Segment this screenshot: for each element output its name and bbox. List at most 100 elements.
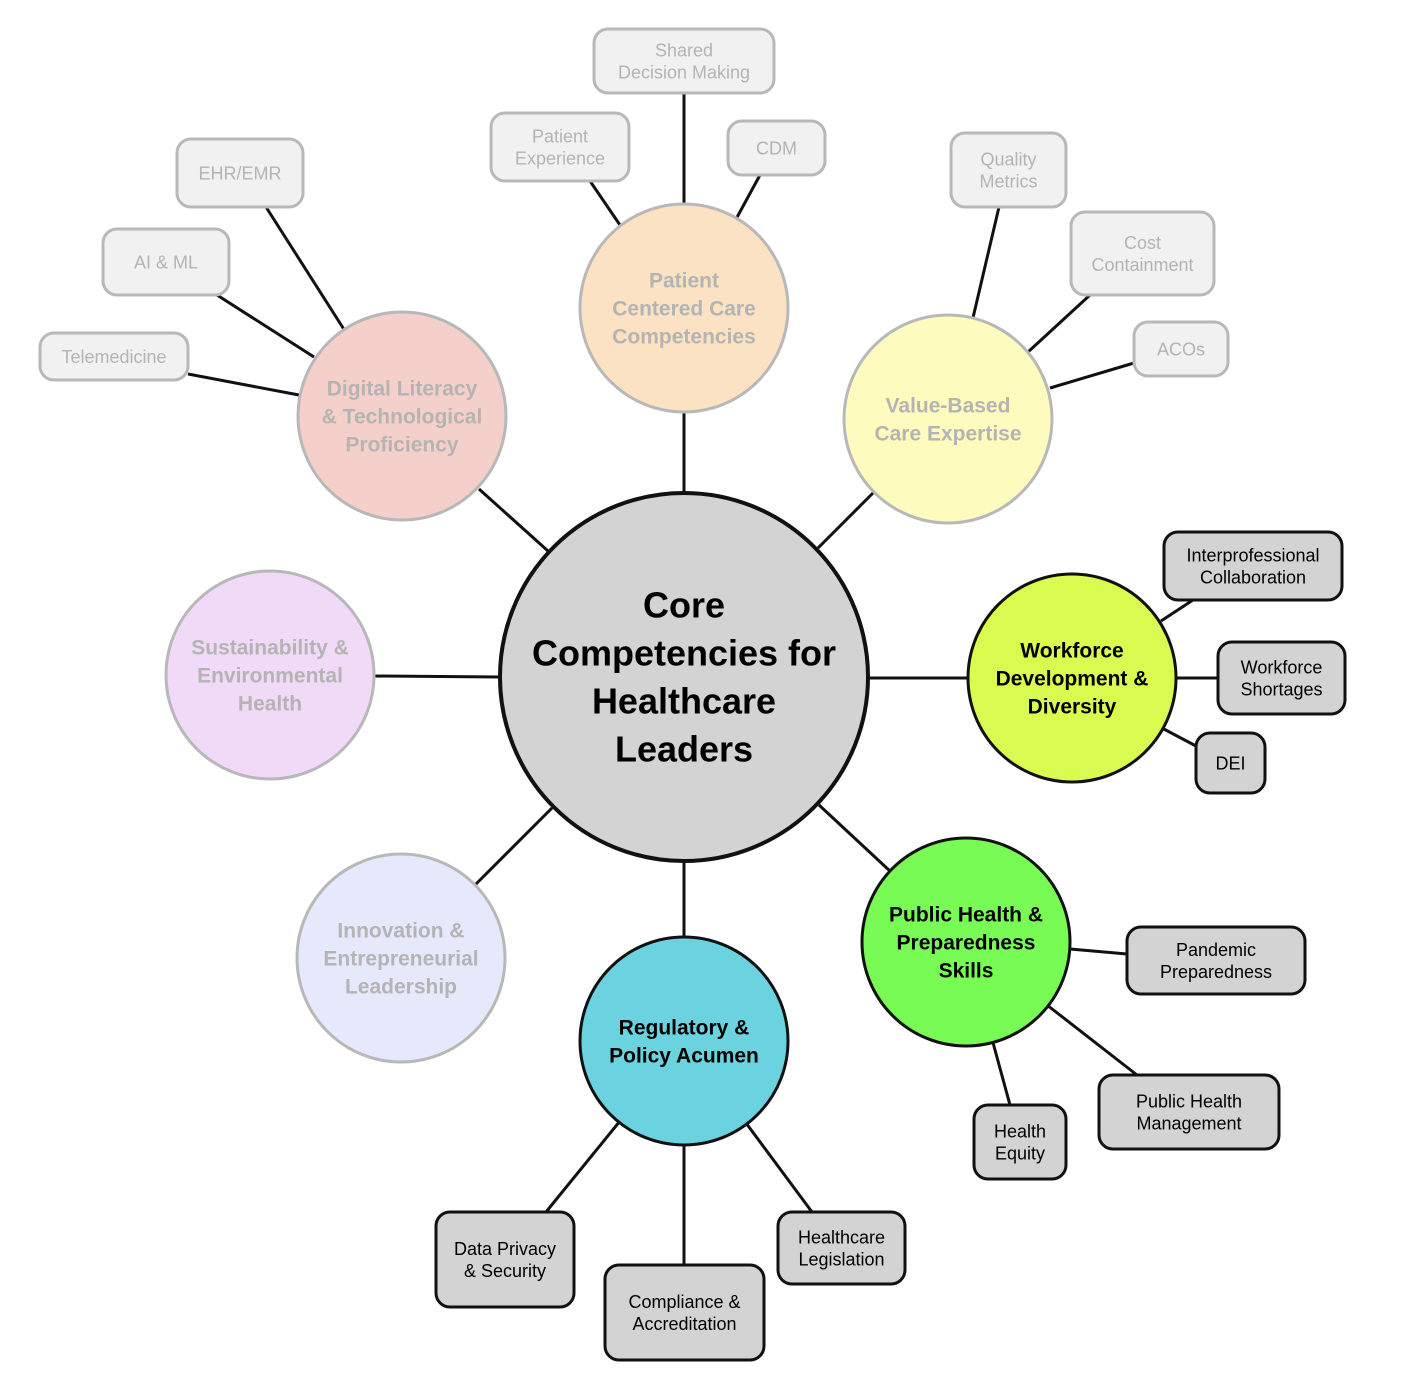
leaf-box-shape (1097, 1073, 1281, 1151)
topic-label-workforce-line-3: Diversity (1028, 695, 1117, 718)
connector-center-value (816, 489, 877, 550)
topic-label-sustainability-line-2: Environmental (197, 664, 343, 687)
connector-center-digital (477, 487, 550, 553)
leaf-label-patient-1-line-2: Experience (515, 148, 605, 168)
connector-center-publichealth (817, 803, 893, 874)
leaf-box-shape (1216, 640, 1347, 716)
leaf-box-shape (592, 27, 776, 95)
leaf-label-regulatory-2-line-1: Compliance & (628, 1292, 740, 1312)
leaf-label-value-3-line-1: ACOs (1157, 339, 1205, 359)
topic-label-digital-line-1: Digital Literacy (327, 377, 478, 400)
topic-node-digital[interactable]: Digital Literacy& TechnologicalProficien… (296, 310, 508, 522)
leaf-label-workforce-2-line-1: Workforce (1241, 657, 1323, 677)
leaf-label-workforce-2-line-2: Shortages (1240, 679, 1322, 699)
center-circle-shape (498, 491, 870, 863)
topic-circle-shape (860, 836, 1072, 1048)
connector-regulatory-leaf-1 (544, 1120, 622, 1213)
topic-circle-shape (578, 202, 790, 414)
leaf-box-digital-1[interactable]: EHR/EMR (175, 137, 305, 209)
leaf-label-workforce-1-line-1: Interprofessional (1186, 545, 1319, 565)
leaf-box-shape (175, 137, 305, 209)
leaf-label-regulatory-3-line-2: Legislation (798, 1249, 884, 1269)
topic-label-workforce-line-1: Workforce (1020, 639, 1123, 662)
topic-label-regulatory-line-2: Policy Acumen (609, 1044, 759, 1067)
leaf-box-shape (38, 331, 190, 382)
topic-label-value-line-2: Care Expertise (874, 422, 1021, 445)
leaf-box-digital-2[interactable]: AI & ML (101, 227, 231, 297)
connector-patient-leaf-3 (733, 174, 762, 222)
connector-value-leaf-3 (1049, 361, 1135, 390)
topic-node-regulatory[interactable]: Regulatory & Policy Acumen (578, 935, 790, 1147)
topic-label-regulatory-line-1: Regulatory & (619, 1016, 750, 1039)
leaf-label-value-1-line-1: Quality (980, 149, 1036, 169)
leaf-label-value-2-line-2: Containment (1091, 255, 1193, 275)
topic-label-publichealth-line-2: Preparedness (897, 931, 1036, 954)
connector-digital-leaf-1 (264, 206, 347, 332)
leaf-box-shape (972, 1103, 1068, 1181)
leaf-label-regulatory-1-line-2: & Security (464, 1261, 546, 1281)
leaf-box-shape (1132, 320, 1230, 378)
connectors (187, 93, 1218, 1265)
topic-label-sustainability-line-1: Sustainability & (191, 636, 349, 659)
connector-value-leaf-2 (1026, 293, 1092, 354)
topic-label-publichealth-line-3: Skills (939, 959, 994, 982)
topic-circle-shape (296, 310, 508, 522)
leaf-box-regulatory-2[interactable]: Compliance &Accreditation (603, 1263, 766, 1362)
topic-label-sustainability-line-3: Health (238, 692, 302, 715)
leaf-box-value-3[interactable]: ACOs (1132, 320, 1230, 378)
leaf-box-shape (1125, 925, 1307, 996)
leaf-label-workforce-3-line-1: DEI (1215, 753, 1245, 773)
connector-publichealth-leaf-1 (1069, 947, 1128, 956)
leaf-label-regulatory-1-line-1: Data Privacy (454, 1239, 556, 1259)
leaf-box-patient-3[interactable]: CDM (726, 119, 827, 177)
leaf-label-patient-1-line-1: Patient (532, 126, 588, 146)
leaf-label-publichealth-2-line-2: Management (1136, 1113, 1241, 1133)
leaf-label-value-1-line-2: Metrics (980, 171, 1038, 191)
leaf-box-regulatory-1[interactable]: Data Privacy& Security (434, 1210, 576, 1309)
center-title-line-1: Core (643, 585, 725, 626)
leaf-label-publichealth-1-line-2: Preparedness (1160, 962, 1272, 982)
leaf-box-shape (101, 227, 231, 297)
connector-center-innovation (472, 806, 554, 888)
connector-center-sustainability (373, 674, 501, 679)
connector-value-leaf-1 (970, 206, 1001, 323)
topic-label-innovation-line-1: Innovation & (337, 919, 464, 942)
connector-workforce-leaf-1 (1160, 598, 1194, 623)
leaf-box-workforce-3[interactable]: DEI (1194, 731, 1267, 795)
leaf-box-digital-3[interactable]: Telemedicine (38, 331, 190, 382)
topic-label-workforce-line-2: Development & (996, 667, 1149, 690)
connector-regulatory-leaf-3 (744, 1122, 814, 1213)
topic-label-publichealth-line-1: Public Health & (889, 903, 1043, 926)
connector-digital-leaf-2 (216, 293, 315, 359)
leaf-label-patient-2-line-2: Decision Making (618, 62, 750, 82)
connector-publichealth-leaf-2 (1046, 1003, 1138, 1077)
leaf-label-value-2-line-1: Cost (1124, 233, 1161, 253)
topic-circle-shape (578, 935, 790, 1147)
topic-label-digital-line-3: Proficiency (345, 433, 459, 456)
topic-label-value-line-1: Value-Based (886, 394, 1011, 417)
center-title-line-3: Healthcare (592, 681, 776, 722)
topic-label-innovation-line-2: Entrepreneurial (323, 947, 478, 970)
leaf-label-patient-3-line-1: CDM (756, 138, 797, 158)
leaf-box-shape (949, 131, 1068, 209)
center-title-line-4: Leaders (615, 729, 753, 770)
connector-patient-leaf-1 (588, 180, 624, 229)
connector-workforce-leaf-3 (1159, 725, 1197, 748)
